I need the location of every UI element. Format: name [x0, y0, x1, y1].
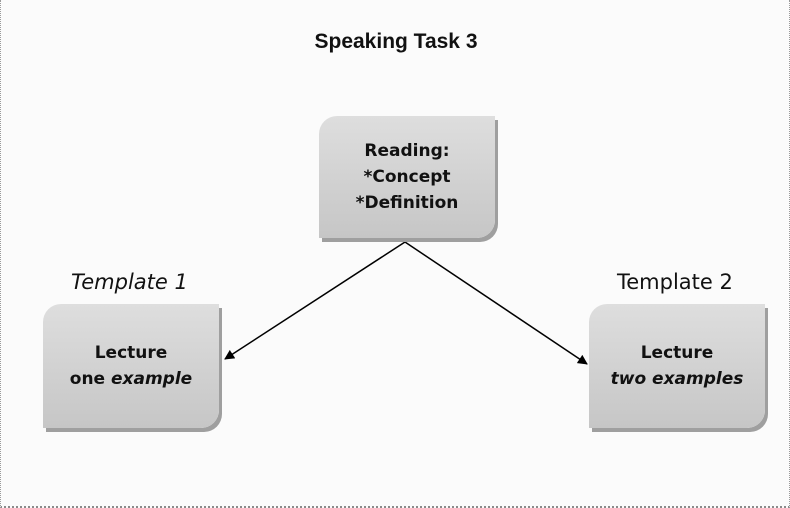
arrow-to-template-2 [404, 241, 588, 365]
template-1-detail: one example [70, 366, 192, 392]
template-2-box: Lecture two examples [589, 304, 765, 428]
template-1-lecture: Lecture [94, 343, 168, 363]
diagram-title: Speaking Task 3 [314, 30, 478, 53]
template-2-label: Template 2 [617, 270, 733, 294]
arrow-to-template-1 [224, 241, 406, 360]
template-2-lecture: Lecture [640, 343, 714, 363]
reading-definition: *Definition [355, 193, 459, 213]
template-1-detail-plain: one [69, 369, 111, 389]
reading-concept: *Concept [363, 167, 451, 187]
template-1-detail-emphasis: example [111, 369, 193, 389]
template-1-box: Lecture one example [43, 304, 219, 428]
template-1-label: Template 1 [71, 270, 188, 294]
reading-heading: Reading: [364, 141, 450, 161]
reading-box: Reading: *Concept *Definition [319, 116, 495, 238]
template-2-detail: two examples [610, 369, 744, 389]
